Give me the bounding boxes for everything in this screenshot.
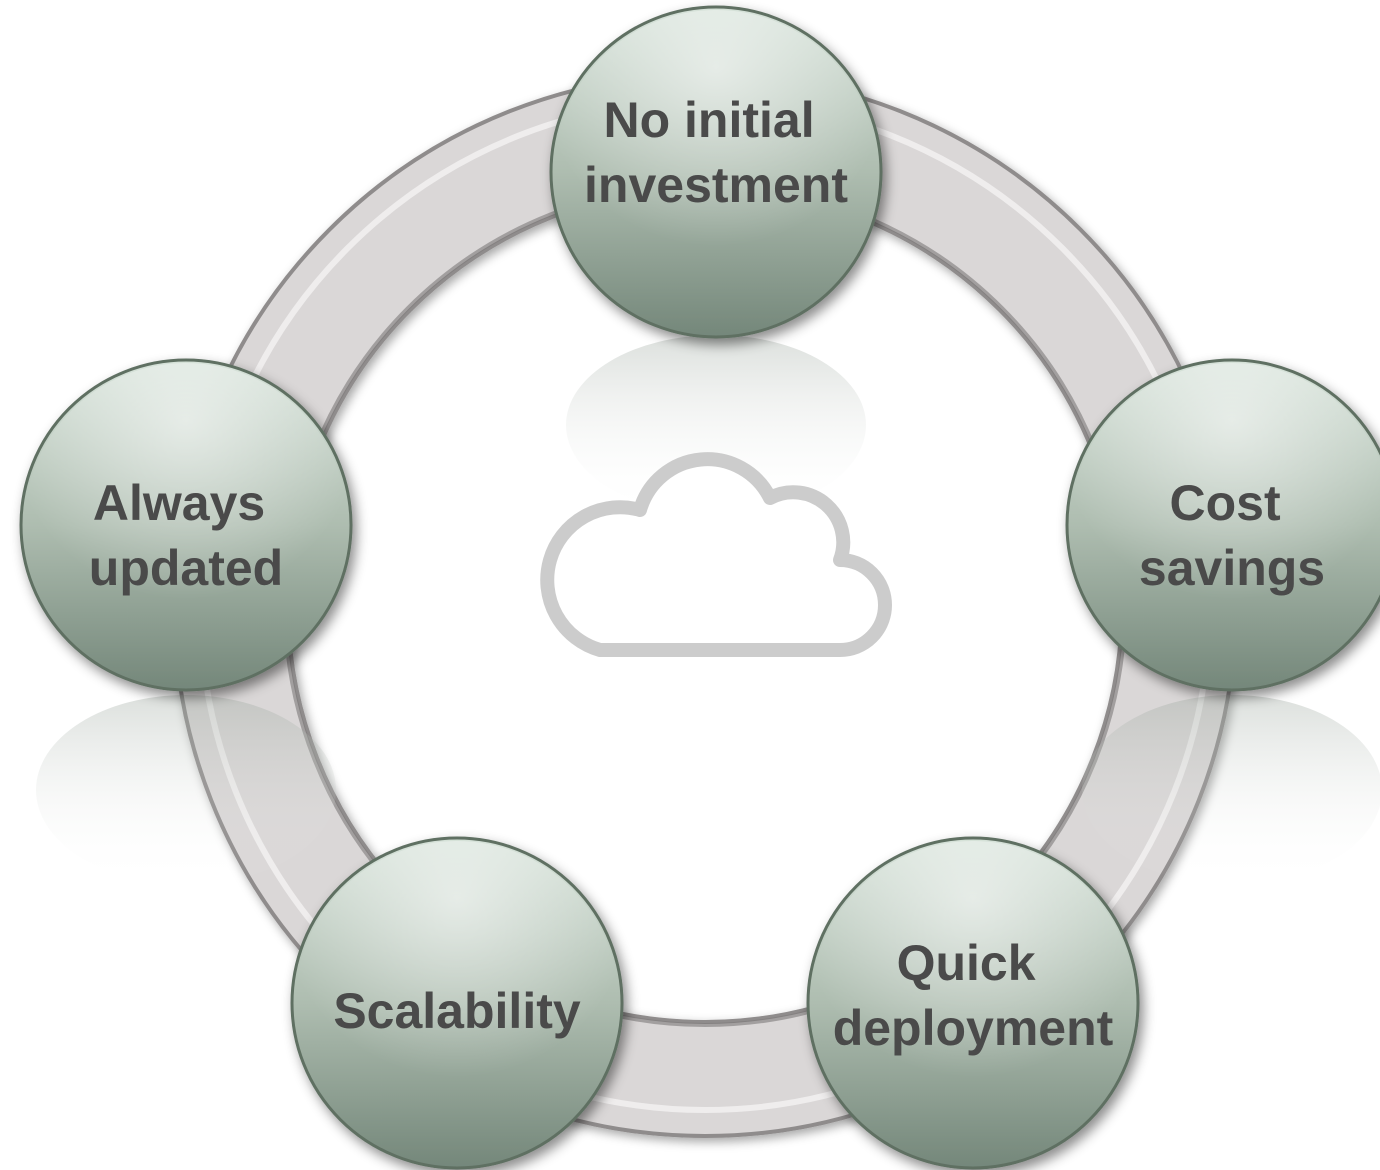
node-scalability: Scalability [290,836,624,1170]
node-label-line: savings [1139,540,1325,596]
node-label-line: Quick [897,935,1036,991]
cloud-icon [540,452,892,657]
node-label-line: Cost [1169,475,1280,531]
node-reflections [36,335,1380,885]
node-label-line: investment [584,157,848,213]
node-cost-savings: Cost savings [1065,358,1380,692]
node-label-always-updated: Always updated [89,475,283,596]
node-no-initial-investment: No initial investment [549,5,883,339]
node-label-line: No initial [603,92,814,148]
node-label-no-initial-investment: No initial investment [584,92,848,213]
node-label-cost-savings: Cost savings [1139,475,1325,596]
node-always-updated: Always updated [19,358,353,692]
node-label-scalability: Scalability [333,983,581,1039]
node-quick-deployment: Quick deployment [806,836,1140,1170]
node-label-quick-deployment: Quick deployment [833,935,1114,1056]
node-label-line: Always [93,475,265,531]
node-label-line: Scalability [333,983,581,1039]
node-label-line: deployment [833,1000,1114,1056]
node-label-line: updated [89,540,283,596]
